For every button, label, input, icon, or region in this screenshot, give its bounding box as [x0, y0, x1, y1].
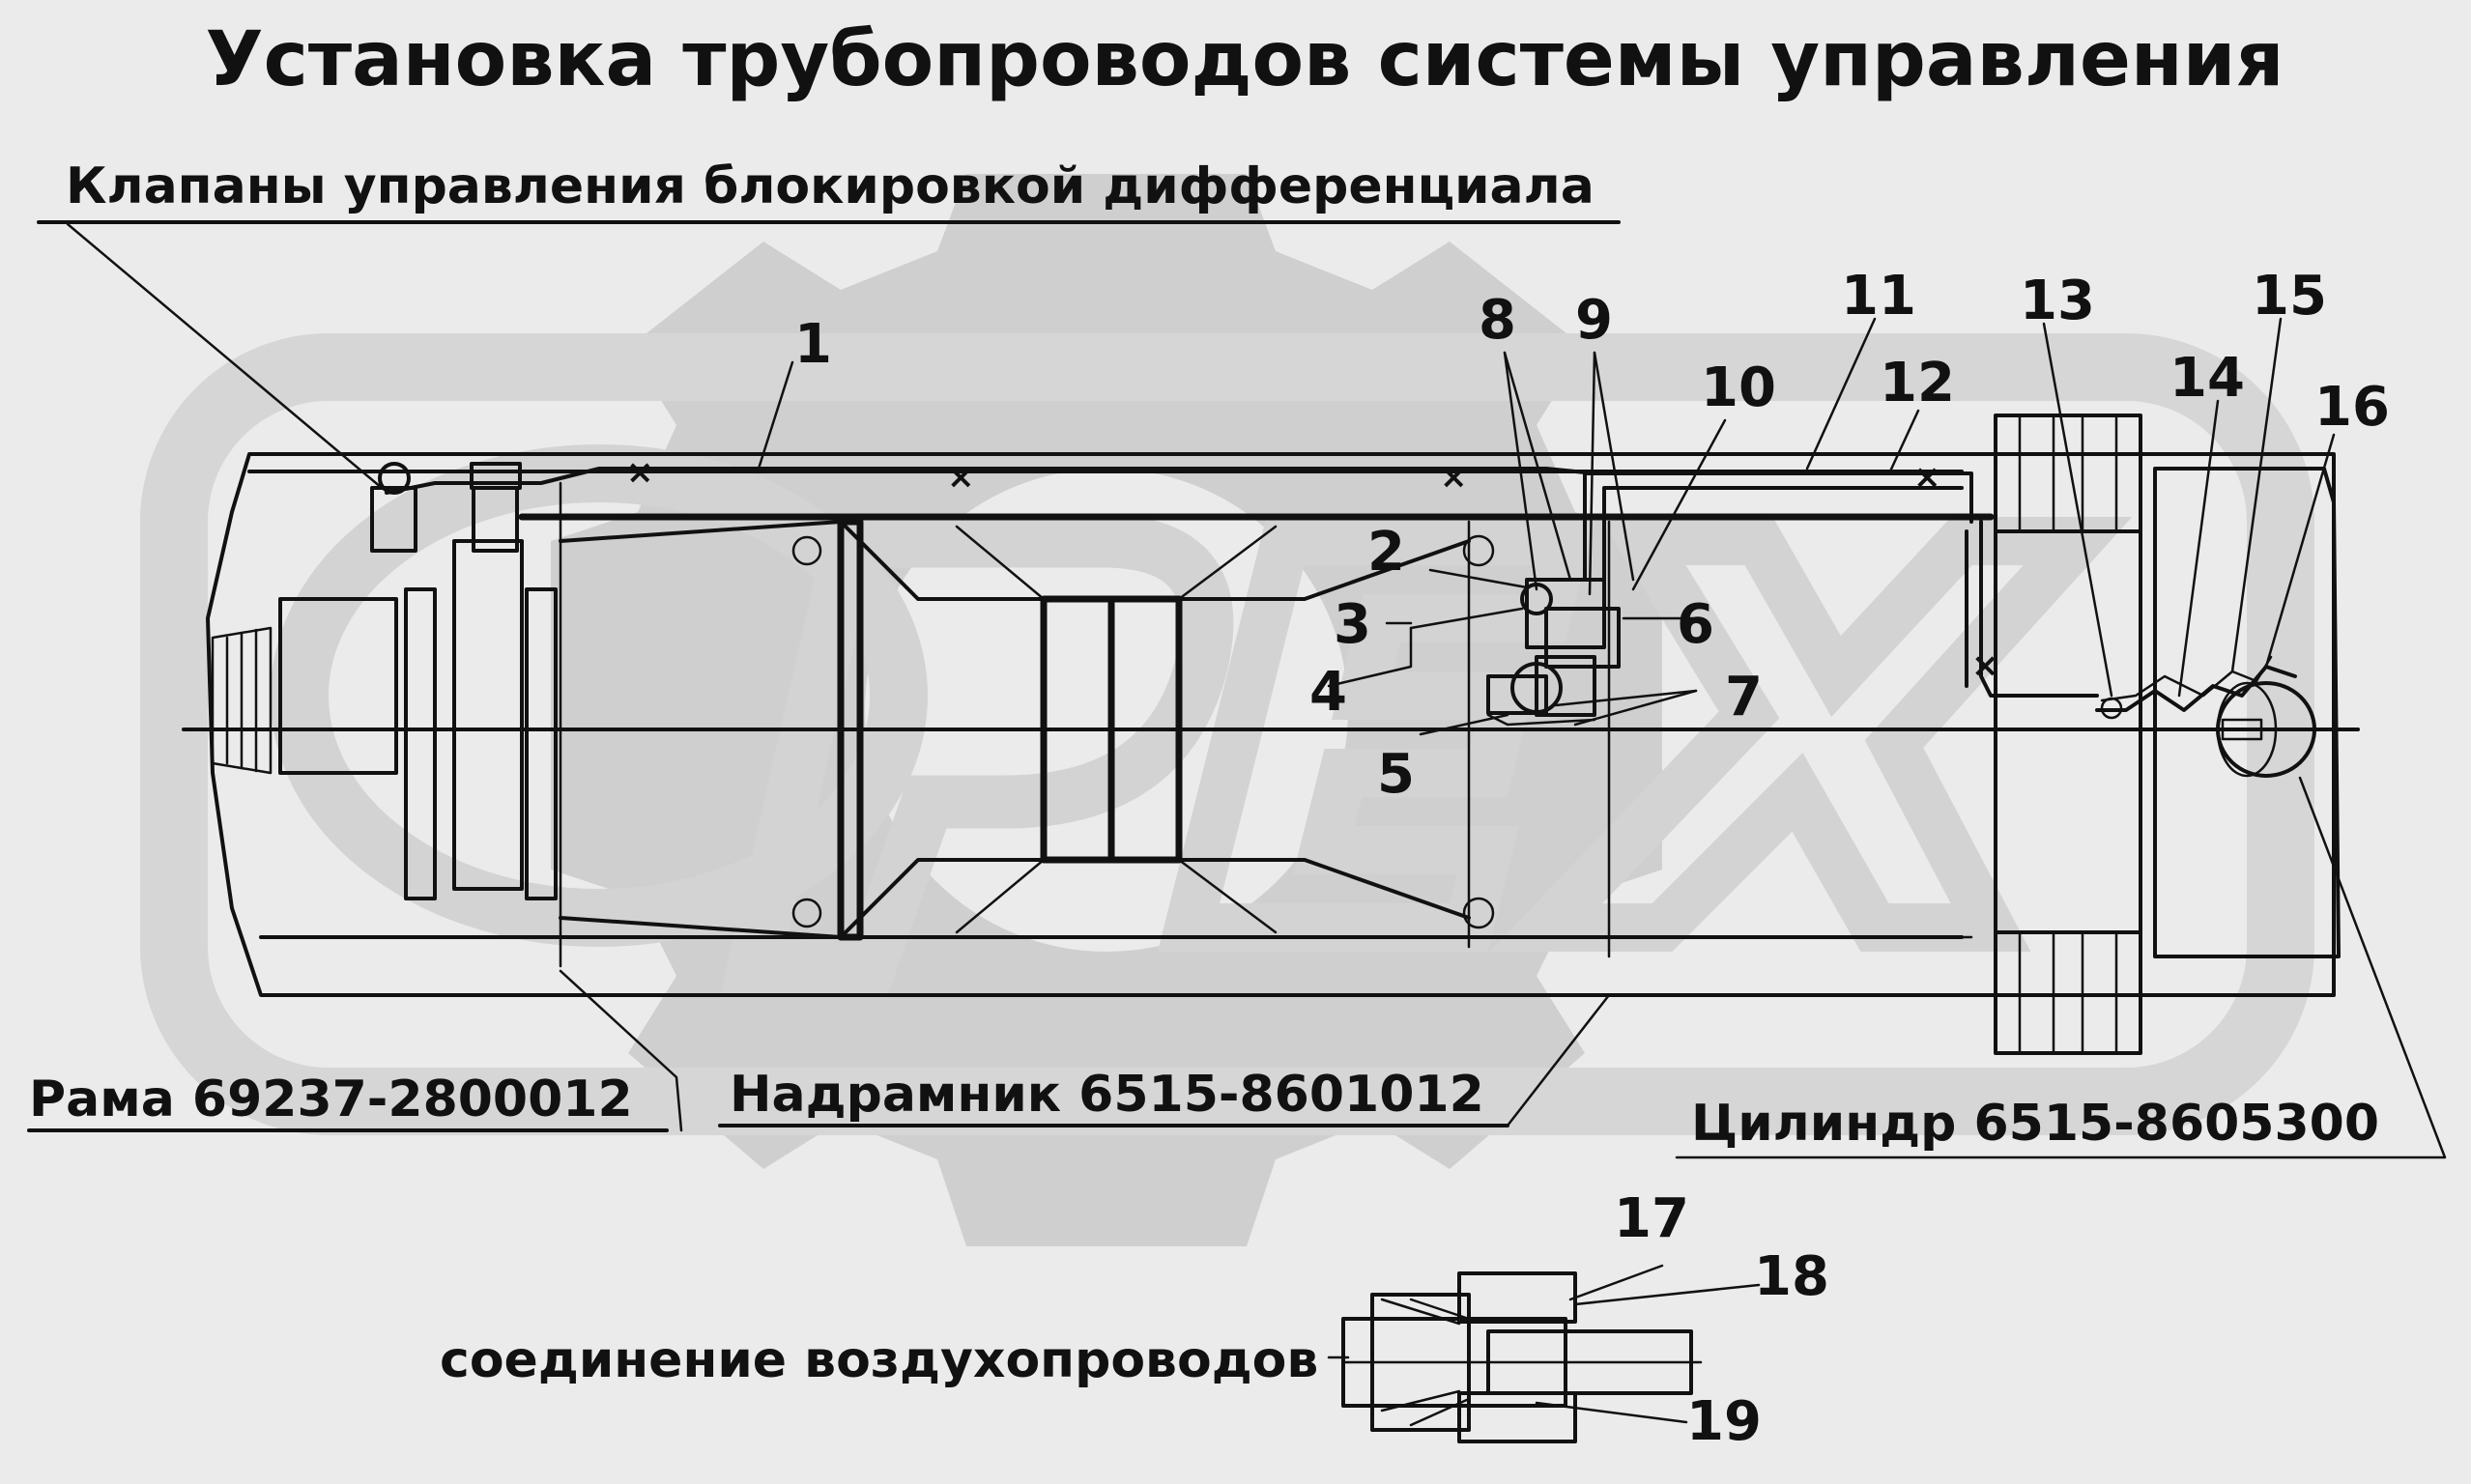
label-frame: Рама 69237-2800012	[29, 1070, 633, 1128]
callout-15: 15	[2252, 265, 2327, 328]
callout-17: 17	[1614, 1187, 1689, 1250]
svg-text:×: ×	[1440, 458, 1468, 497]
subframe-leader	[1506, 993, 1611, 1127]
label-subframe: Надрамник 6515-8601012	[730, 1066, 1484, 1124]
pipeline-11-12: × ×	[1583, 458, 2099, 698]
pipeline-1: × × ×	[385, 453, 1995, 521]
callout-16: 16	[2314, 376, 2390, 439]
callout-1: 1	[794, 313, 832, 376]
callout-numbers: 1 2 3 4 5 6 7 8 9 10 11 12 13 14 15 16 1…	[794, 265, 2390, 1453]
label-valves: Клапаны управления блокировкой дифференц…	[66, 157, 1595, 215]
callout-13: 13	[2020, 270, 2095, 332]
callout-3: 3	[1334, 593, 1371, 656]
callout-2: 2	[1367, 521, 1405, 584]
cylinder-leader	[1675, 776, 2447, 1159]
label-cylinder: Цилиндр 6515-8605300	[1691, 1095, 2379, 1153]
air-connection-detail	[1341, 1271, 1703, 1443]
callout-9: 9	[1575, 289, 1613, 352]
frame-leader	[559, 969, 683, 1132]
valve-left	[370, 462, 417, 553]
svg-text:×: ×	[1913, 458, 1941, 497]
cylinder-assembly	[2095, 467, 2341, 958]
callout-8: 8	[1479, 289, 1516, 352]
callout-14: 14	[2169, 347, 2245, 410]
valve-right	[470, 462, 522, 553]
diagram-title: Установка трубопроводов системы управлен…	[206, 16, 2284, 103]
callout-11: 11	[1841, 265, 1916, 328]
callout-4: 4	[1309, 661, 1347, 724]
callout-leaders	[757, 317, 2336, 1424]
callout-7: 7	[1725, 666, 1763, 728]
valves-leader	[66, 222, 384, 490]
label-air-connection: соединение воздухопроводов	[440, 1331, 1318, 1389]
chassis-body	[559, 518, 1471, 941]
callout-10: 10	[1701, 357, 1776, 419]
callout-5: 5	[1377, 743, 1415, 806]
callout-12: 12	[1880, 352, 1955, 414]
svg-text:×: ×	[626, 453, 654, 492]
rear-wheels	[1994, 414, 2142, 1055]
front-drum	[211, 539, 558, 900]
callout-19: 19	[1686, 1390, 1762, 1453]
valve-cluster	[791, 534, 1621, 929]
svg-text:×: ×	[947, 458, 975, 497]
callout-18: 18	[1754, 1245, 1829, 1308]
callout-6: 6	[1677, 593, 1714, 656]
